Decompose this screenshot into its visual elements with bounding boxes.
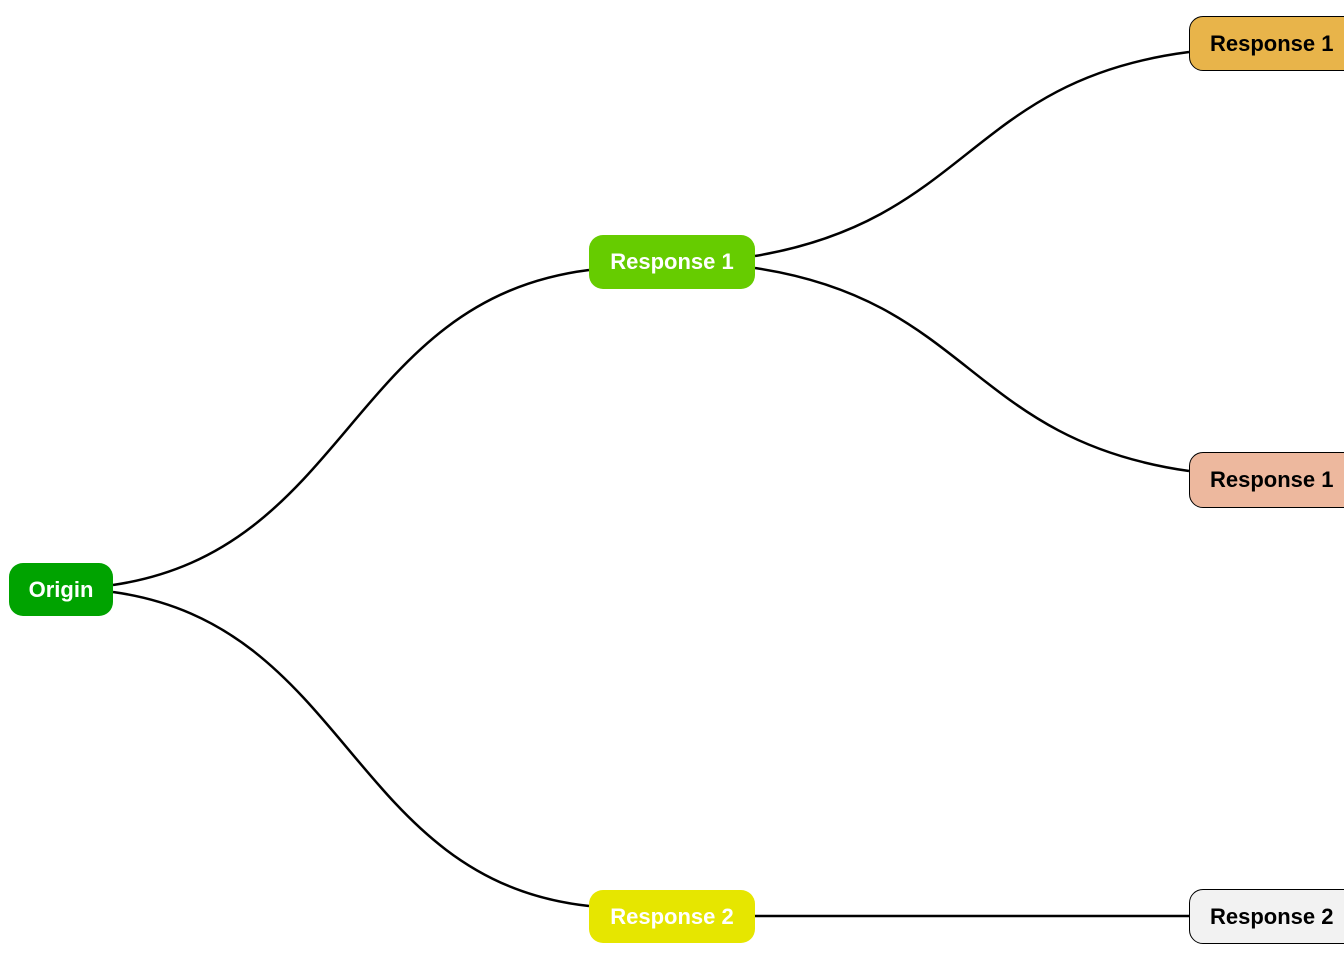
node-label: Origin <box>28 576 94 602</box>
node-response-1-child-a[interactable]: Response 1 <box>1189 16 1344 71</box>
node-label: Response 1 <box>1210 467 1334 492</box>
edge-origin-response-2 <box>112 590 590 908</box>
node-response-2-child[interactable]: Response 2 <box>1189 889 1344 944</box>
node-label: Response 2 <box>1210 903 1334 929</box>
edge-response-1-child-a <box>754 50 1190 258</box>
node-origin[interactable]: Origin <box>9 563 113 616</box>
node-response-2[interactable]: Response 2 <box>589 890 755 943</box>
node-label: Response 1 <box>1210 30 1334 56</box>
node-label: Response 1 <box>610 249 734 274</box>
edge-origin-response-1 <box>112 268 590 587</box>
edge-response-1-child-b <box>754 266 1190 473</box>
node-response-1-child-b[interactable]: Response 1 <box>1189 452 1344 508</box>
node-label: Response 2 <box>610 903 734 929</box>
node-response-1[interactable]: Response 1 <box>589 235 755 289</box>
